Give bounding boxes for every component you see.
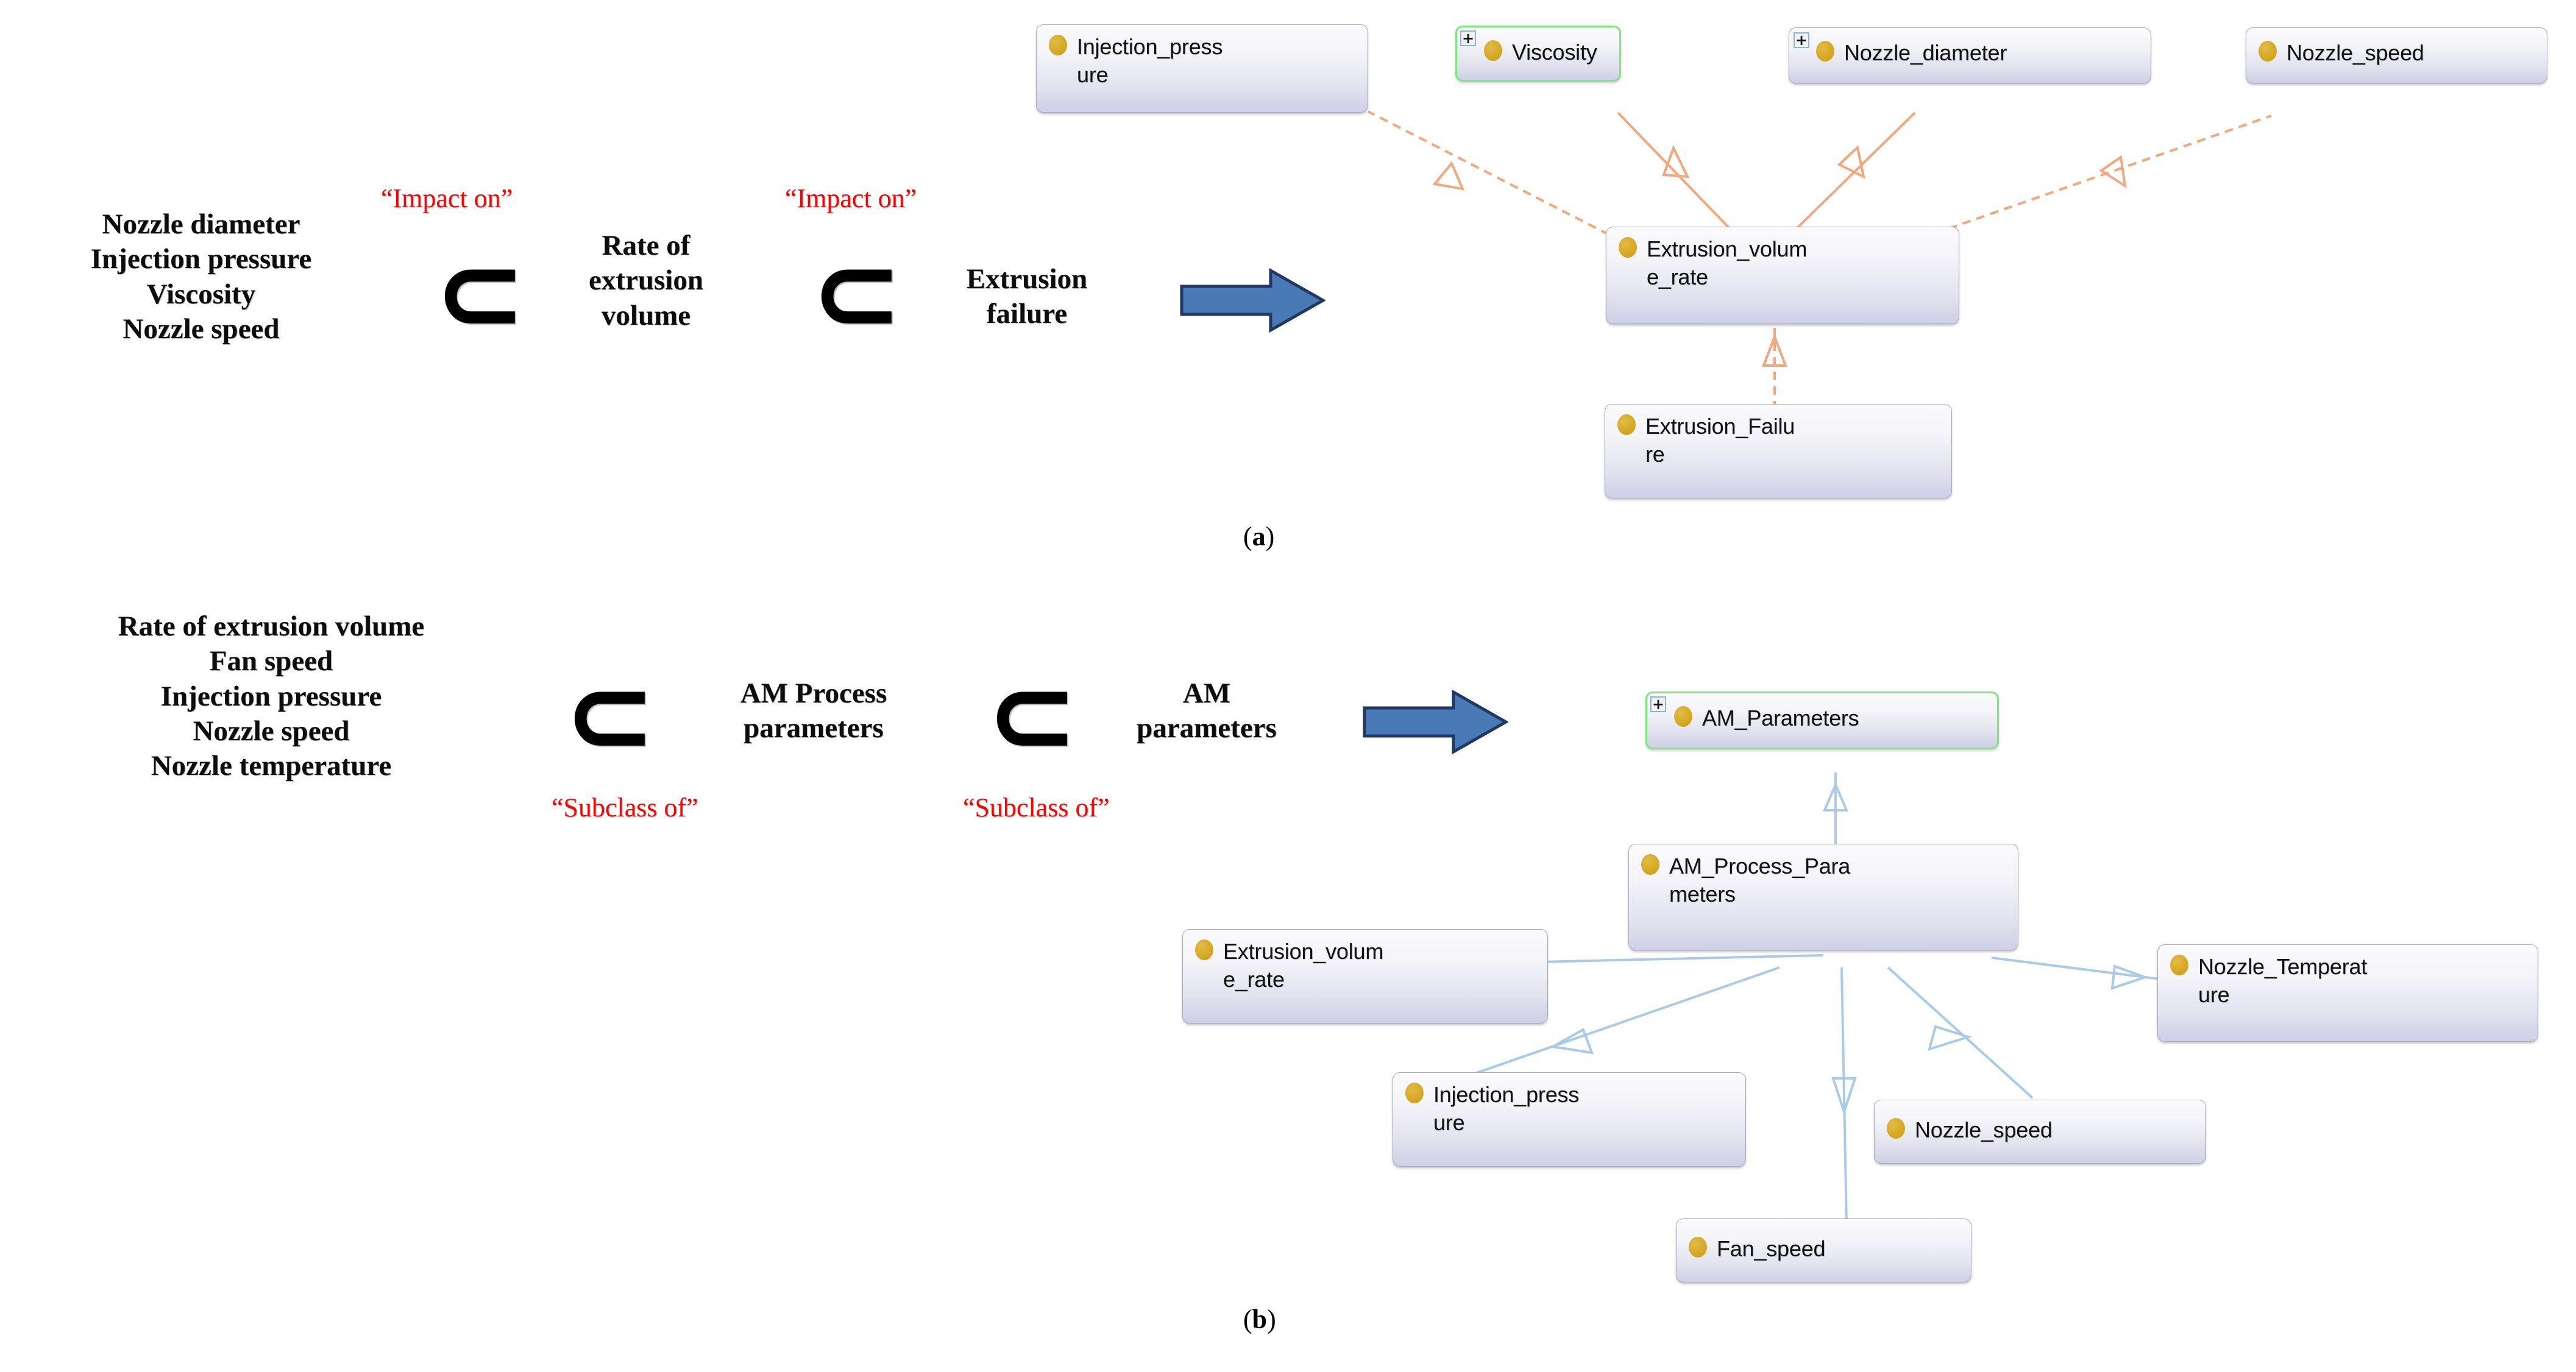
- panel-a-concept-list: Nozzle diameter Injection pressure Visco…: [24, 207, 378, 347]
- onto-node-extrusion-volume-rate[interactable]: Extrusion_volum e_rate: [1182, 929, 1548, 1024]
- concept-item: Injection pressure: [90, 243, 312, 275]
- onto-node-label: Injection_press ure: [1433, 1082, 1580, 1136]
- concept-line: Extrusion: [966, 263, 1088, 295]
- panel-a-concept-2: Rate of extrusion volume: [552, 228, 740, 333]
- onto-node-label: Injection_press ure: [1077, 34, 1223, 88]
- onto-node-nozzle-diameter[interactable]: + Nozzle_diameter: [1789, 27, 2151, 83]
- concept-item: Injection pressure: [160, 680, 382, 712]
- panel-a-caption: (a): [1243, 522, 1275, 551]
- onto-node-nozzle-temperature[interactable]: Nozzle_Temperat ure: [2157, 944, 2538, 1042]
- onto-node-injection-pressure[interactable]: Injection_press ure: [1393, 1072, 1746, 1167]
- panel-b-subset-glyph-2: ⊂: [986, 652, 1078, 779]
- panel-a-block-arrow-icon: [1180, 267, 1325, 333]
- onto-node-label: Extrusion_volum e_rate: [1647, 236, 1808, 290]
- class-dot-icon: [2258, 41, 2277, 62]
- panel-a-relation-label-2: “Impact on”: [785, 183, 917, 213]
- class-dot-icon: [1405, 1083, 1424, 1103]
- onto-node-nozzle-speed[interactable]: Nozzle_speed: [1874, 1100, 2206, 1164]
- concept-line: parameters: [1137, 712, 1277, 744]
- class-dot-icon: [1617, 414, 1636, 435]
- concept-line: AM: [1182, 677, 1231, 709]
- panel-a-concept-3: Extrusion failure: [926, 262, 1127, 332]
- onto-node-am-process-parameters[interactable]: AM_Process_Para meters: [1628, 844, 2018, 950]
- class-dot-icon: [1674, 706, 1692, 727]
- class-dot-icon: [1641, 854, 1659, 875]
- concept-item: Nozzle speed: [193, 715, 350, 747]
- concept-line: AM Process: [740, 677, 887, 709]
- onto-node-nozzle-speed[interactable]: Nozzle_speed: [2246, 27, 2547, 83]
- concept-item: Nozzle speed: [122, 313, 280, 345]
- panel-b-concept-2: AM Process parameters: [692, 676, 935, 746]
- class-dot-icon: [1049, 35, 1067, 55]
- onto-node-label: Nozzle_speed: [1915, 1117, 2053, 1142]
- class-dot-icon: [1619, 237, 1637, 258]
- onto-node-label: Nozzle_Temperat ure: [2198, 954, 2368, 1008]
- concept-line: Rate of: [601, 230, 690, 261]
- panel-b-concept-3: AM parameters: [1088, 676, 1325, 746]
- panel-a-subset-glyph-1: ⊂: [434, 230, 526, 357]
- panel-a: Nozzle diameter Injection pressure Visco…: [0, 0, 2576, 551]
- panel-a-relation-label-1: “Impact on”: [381, 183, 513, 213]
- onto-node-extrusion-failure[interactable]: Extrusion_Failu re: [1605, 404, 1952, 498]
- onto-node-label: Nozzle_diameter: [1844, 40, 2007, 65]
- concept-item: Nozzle temperature: [151, 750, 392, 782]
- panel-b-caption: (b): [1243, 1304, 1276, 1334]
- panel-b-relation-label-1: “Subclass of”: [552, 793, 698, 822]
- onto-node-label: Extrusion_Failu re: [1645, 414, 1795, 467]
- class-dot-icon: [1887, 1118, 1905, 1139]
- concept-line: volume: [601, 299, 691, 331]
- expand-plus-icon[interactable]: +: [1650, 696, 1666, 712]
- onto-node-viscosity[interactable]: + Viscosity: [1455, 26, 1621, 82]
- onto-node-am-parameters[interactable]: + AM_Parameters: [1645, 691, 1999, 749]
- panel-b-concept-list: Rate of extrusion volume Fan speed Injec…: [18, 609, 524, 784]
- class-dot-icon: [2170, 955, 2188, 975]
- onto-node-injection-pressure[interactable]: Injection_press ure: [1036, 24, 1368, 113]
- concept-line: failure: [986, 298, 1068, 330]
- class-dot-icon: [1195, 939, 1213, 960]
- onto-node-label: AM_Process_Para meters: [1669, 854, 1851, 907]
- onto-node-label: Nozzle_speed: [2287, 40, 2424, 65]
- concept-item: Nozzle diameter: [102, 208, 300, 240]
- class-dot-icon: [1816, 41, 1834, 62]
- panel-a-subset-glyph-2: ⊂: [811, 230, 903, 357]
- panel-b: Rate of extrusion volume Fan speed Injec…: [0, 597, 2576, 1372]
- panel-b-subset-glyph-1: ⊂: [564, 652, 656, 779]
- expand-plus-icon[interactable]: +: [1460, 30, 1476, 46]
- panel-b-relation-label-2: “Subclass of”: [963, 793, 1110, 822]
- concept-item: Rate of extrusion volume: [118, 610, 425, 642]
- onto-node-fan-speed[interactable]: Fan_speed: [1676, 1218, 1971, 1282]
- onto-node-extrusion-volume-rate[interactable]: Extrusion_volum e_rate: [1606, 227, 1959, 324]
- panel-b-block-arrow-icon: [1363, 689, 1508, 755]
- class-dot-icon: [1689, 1237, 1707, 1257]
- concept-line: extrusion: [589, 264, 703, 297]
- expand-plus-icon[interactable]: +: [1794, 32, 1809, 48]
- concept-item: Fan speed: [209, 645, 333, 677]
- onto-node-label: Fan_speed: [1717, 1236, 1826, 1261]
- onto-node-label: AM_Parameters: [1702, 705, 1859, 730]
- concept-item: Viscosity: [146, 278, 256, 310]
- class-dot-icon: [1484, 40, 1502, 61]
- concept-line: parameters: [743, 712, 884, 744]
- onto-node-label: Extrusion_volum e_rate: [1223, 939, 1384, 992]
- onto-node-label: Viscosity: [1512, 40, 1597, 65]
